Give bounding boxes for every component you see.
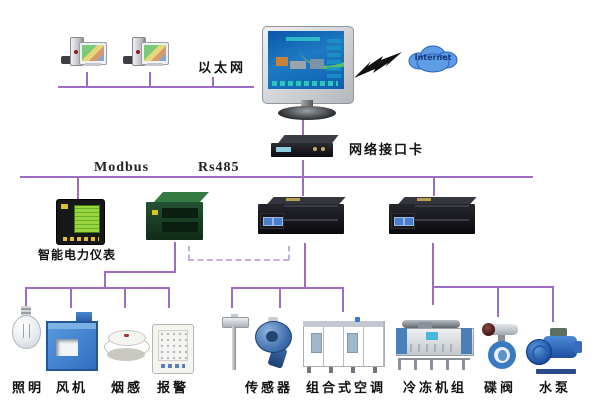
probe-drop-line xyxy=(231,287,233,308)
pc-monitor-icon xyxy=(79,42,107,65)
plc-port-icon xyxy=(394,217,404,226)
label-pump: 水泵 xyxy=(538,381,572,396)
lightning-bolt-icon xyxy=(354,52,402,78)
chiller-unit-icon xyxy=(396,320,474,370)
dashed-link-right-line xyxy=(288,246,290,260)
meter-label: 智能电力仪表 xyxy=(38,248,117,262)
workstation-1 xyxy=(61,37,107,73)
plc2-feed-line xyxy=(432,243,434,305)
workstation-2 xyxy=(123,37,169,73)
lighting-drop-line xyxy=(25,287,27,308)
printer-icon xyxy=(61,56,72,64)
plc-port-icon xyxy=(404,217,414,226)
modbus-label: Modbus xyxy=(94,160,150,175)
ethernet-label: 以太网 xyxy=(198,61,247,76)
water-pump-icon xyxy=(526,328,582,374)
smart-power-meter xyxy=(56,199,105,245)
ethernet-bus-line xyxy=(58,86,254,88)
ethernet-tick-line xyxy=(212,77,214,86)
operator-monitor xyxy=(262,26,354,120)
temperature-probe-icon xyxy=(222,314,249,372)
light-bulb-icon xyxy=(12,306,41,352)
plc-black-2 xyxy=(389,195,477,244)
label-alarm: 报警 xyxy=(156,381,190,396)
group1-joint-line xyxy=(104,271,106,288)
network-interface-card xyxy=(271,135,339,161)
modbus-rs485-bus-line xyxy=(20,176,533,178)
rs485-label: Rs485 xyxy=(198,160,240,175)
internet-label: Internet xyxy=(414,53,452,62)
label-lighting: 照明 xyxy=(11,381,45,396)
ahu-drop-line xyxy=(342,287,344,312)
plc-green xyxy=(146,192,209,242)
group3-bus-line xyxy=(432,286,554,288)
group1-upper-line xyxy=(104,271,176,273)
dashed-link-left-line xyxy=(188,246,190,260)
scada-screen xyxy=(268,31,344,89)
cloud-icon xyxy=(408,45,458,73)
pump-drop-line xyxy=(552,286,554,322)
plc2-drop-line xyxy=(433,177,435,196)
valve-drop-line xyxy=(497,286,499,317)
alarm-panel-icon xyxy=(152,324,194,374)
plc1-drop-line xyxy=(302,177,304,196)
monitor-stand xyxy=(278,106,336,120)
nic-to-bus-line xyxy=(302,160,304,177)
label-fan: 风机 xyxy=(55,381,89,396)
dashed-link-line xyxy=(188,259,289,261)
alarm-drop-line xyxy=(168,287,170,308)
plc-port-icon xyxy=(273,217,283,226)
fan-drop-line xyxy=(70,287,72,308)
workstation2-drop-line xyxy=(149,72,151,86)
gplc-feed-line xyxy=(174,242,176,273)
label-smoke: 烟感 xyxy=(110,381,144,396)
smoke-detector-icon xyxy=(104,330,150,370)
meter-display xyxy=(74,205,100,233)
meter-drop-line xyxy=(77,177,79,199)
label-ahu: 组合式空调 xyxy=(305,381,387,396)
printer-icon xyxy=(123,56,134,64)
label-sensors: 传感器 xyxy=(244,381,294,396)
pressure-transmitter-icon xyxy=(252,317,294,371)
label-chiller: 冷冻机组 xyxy=(402,381,468,396)
pc-monitor-icon xyxy=(141,42,169,65)
workstation1-drop-line xyxy=(86,72,88,86)
plc-black-1 xyxy=(258,195,346,244)
fan-unit-icon xyxy=(46,312,98,372)
butterfly-valve-icon xyxy=(482,322,520,374)
group2-bus-line xyxy=(231,287,344,289)
group1-bus-line xyxy=(25,287,170,289)
plc-port-icon xyxy=(263,217,273,226)
plc1-feed-line xyxy=(304,243,306,289)
label-valve: 碟阀 xyxy=(483,381,517,396)
air-handling-unit-icon xyxy=(303,317,385,373)
nic-label: 网络接口卡 xyxy=(349,143,425,158)
transmitter-drop-line xyxy=(279,287,281,308)
internet-cloud: Internet xyxy=(406,44,460,74)
monitor-to-nic-line xyxy=(302,118,304,136)
smoke-drop-line xyxy=(124,287,126,308)
